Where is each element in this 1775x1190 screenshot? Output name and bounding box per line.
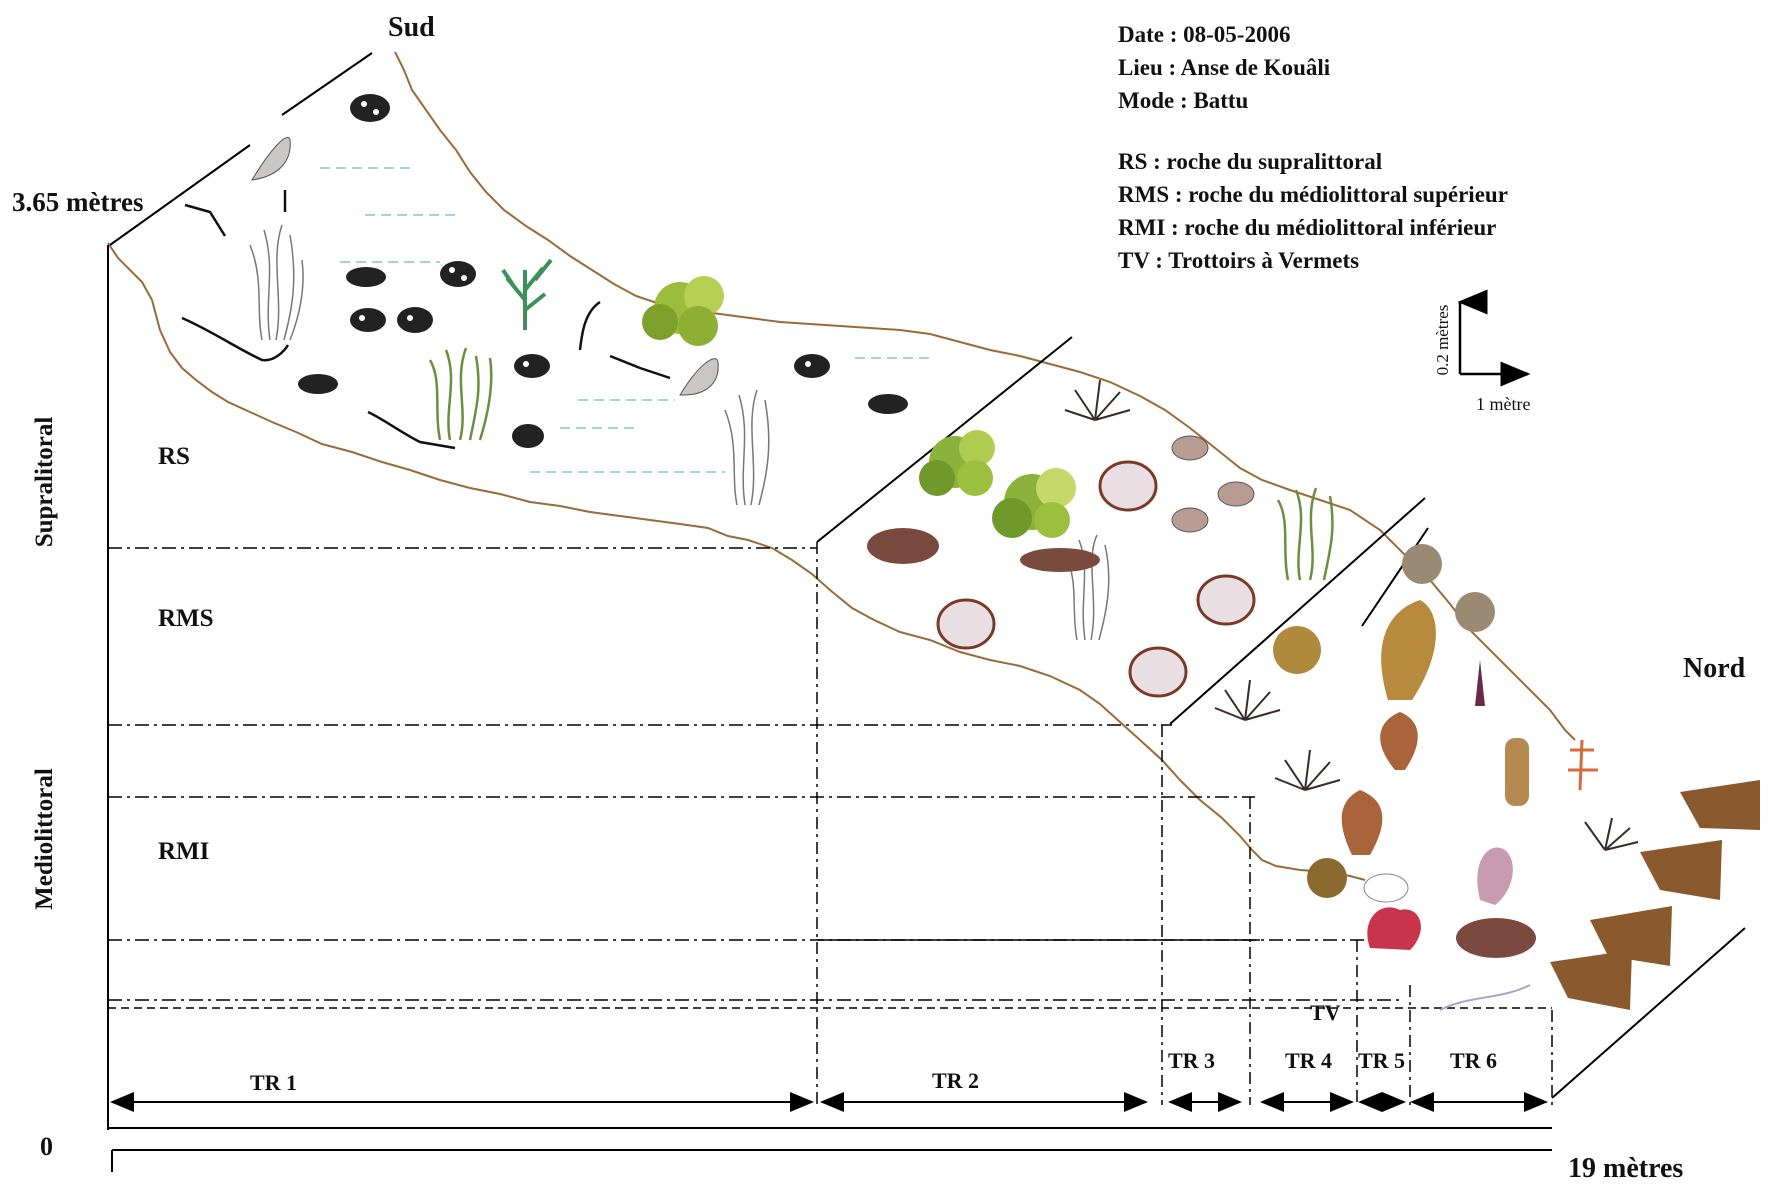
- legend-item: TV : Trottoirs à Vermets: [1118, 244, 1508, 277]
- transect-label: TR 1: [250, 1070, 297, 1096]
- lichen-icon: [350, 94, 830, 448]
- north-label: Nord: [1683, 653, 1745, 685]
- transect-label: TR 3: [1168, 1048, 1215, 1074]
- filamentous-alga-icon: [250, 225, 303, 340]
- place-text: Lieu : Anse de Kouâli: [1118, 51, 1330, 84]
- legend-item: RS : roche du supralittoral: [1118, 145, 1508, 178]
- green-alga-icon: [642, 276, 724, 346]
- branched-green-alga-icon: [503, 260, 551, 330]
- limpet-icon: [938, 462, 1254, 696]
- transect-label: TR 2: [932, 1068, 979, 1094]
- zone-rmi-label: RMI: [158, 838, 209, 866]
- green-alga-icon: [919, 430, 995, 496]
- zone-rms-label: RMS: [158, 605, 214, 633]
- zone-rs-label: RS: [158, 443, 190, 471]
- info-block: Date : 08-05-2006 Lieu : Anse de Kouâli …: [1118, 18, 1330, 117]
- sponge-icon: [1364, 874, 1408, 902]
- mode-text: Mode : Battu: [1118, 84, 1330, 117]
- scale-bar: [1460, 302, 1528, 374]
- transect-boundaries: [817, 542, 1552, 1110]
- red-alga-icon: [1367, 660, 1598, 1010]
- stage-supra-label: Supralitoral: [31, 397, 59, 567]
- zone-tv-label: TV: [1310, 1000, 1341, 1026]
- sea-fan-icon: [1065, 380, 1638, 850]
- chiton-icon: [298, 267, 908, 414]
- upper-profile-line: [108, 243, 1365, 880]
- legend-item: RMI : roche du médiolittoral inférieur: [1118, 211, 1508, 244]
- transect-label: TR 6: [1450, 1048, 1497, 1074]
- height-max-label: 3.65 mètres: [12, 187, 143, 218]
- zero-label: 0: [40, 1132, 53, 1162]
- scale-horizontal-label: 1 mètre: [1476, 394, 1530, 415]
- transect-label: TR 5: [1358, 1048, 1405, 1074]
- scale-vertical-label: 0.2 mètres: [1433, 285, 1453, 395]
- date-text: Date : 08-05-2006: [1118, 18, 1330, 51]
- transect-label: TR 4: [1285, 1048, 1332, 1074]
- legend-item: RMS : roche du médiolittoral supérieur: [1118, 178, 1508, 211]
- south-label: Sud: [388, 12, 435, 44]
- stage-medio-label: Mediolittoral: [31, 754, 59, 924]
- grass-alga-icon: [430, 348, 491, 440]
- legend-block: RS : roche du supralittoral RMS : roche …: [1118, 145, 1508, 277]
- length-max-label: 19 mètres: [1568, 1153, 1683, 1185]
- filamentous-alga-icon: [725, 390, 769, 505]
- green-alga-icon: [992, 468, 1076, 538]
